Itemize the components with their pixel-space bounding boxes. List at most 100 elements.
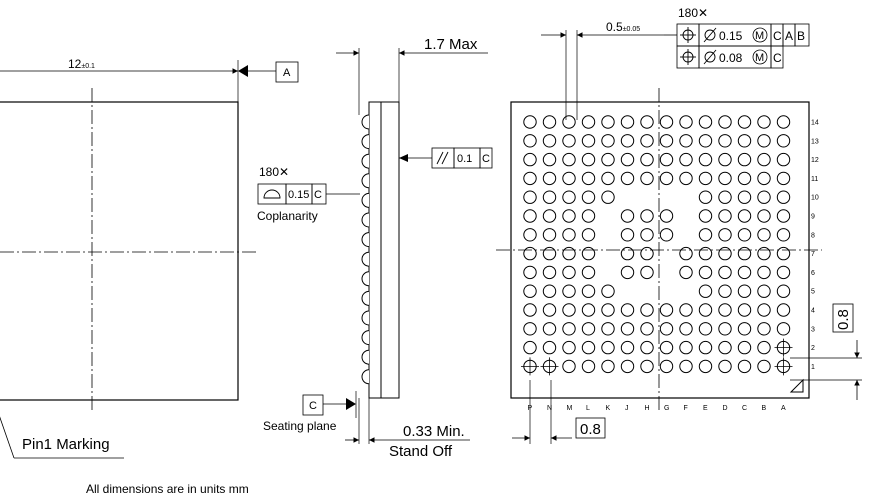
profile-surface-icon (263, 189, 281, 199)
solder-ball (640, 115, 654, 129)
solder-ball (581, 246, 596, 261)
side-solder-ball (361, 349, 370, 365)
solder-ball (718, 265, 732, 280)
column-label: E (703, 405, 708, 412)
solder-ball (718, 340, 732, 355)
solder-ball (581, 340, 596, 355)
row-label: 13 (811, 138, 819, 145)
solder-ball (659, 134, 674, 148)
solder-ball (562, 340, 576, 355)
column-label: K (606, 405, 611, 412)
solder-ball (776, 152, 791, 167)
column-label: D (723, 405, 728, 412)
column-labels: PNMLKJHGFEDCBA (528, 405, 787, 412)
solder-ball (776, 115, 791, 129)
datum-c-label: C (309, 400, 317, 412)
coplanarity-count: 180✕ (259, 165, 289, 179)
solder-ball (542, 303, 557, 317)
solder-ball (659, 152, 674, 167)
solder-ball (718, 359, 732, 374)
units-note: All dimensions are in units mm (86, 482, 249, 495)
solder-ball (757, 322, 771, 336)
side-solder-ball (361, 330, 370, 346)
solder-ball (679, 246, 693, 261)
position-icon (680, 27, 696, 43)
solder-ball (523, 228, 537, 242)
solder-ball (601, 322, 615, 336)
solder-ball (757, 228, 771, 242)
side-solder-ball (361, 251, 370, 267)
fcf-row2-datum-box-1 (770, 45, 784, 69)
solder-ball (620, 152, 635, 167)
standoff-value: 0.33 Min. (403, 423, 465, 440)
pitch-label: 0.5±0.05 (606, 20, 640, 34)
solder-ball (737, 171, 752, 186)
solder-ball (601, 190, 615, 204)
solder-ball (542, 190, 557, 204)
solder-ball (620, 340, 635, 355)
solder-ball (757, 152, 771, 167)
solder-ball (620, 171, 635, 186)
row-label: 6 (811, 270, 815, 277)
solder-ball (659, 340, 674, 355)
solder-ball (562, 284, 576, 298)
parallelism-datum: C (482, 153, 490, 165)
solder-ball (523, 152, 537, 167)
standoff-label: Stand Off (389, 443, 453, 460)
solder-ball (523, 190, 537, 204)
solder-ball (601, 134, 615, 148)
fcf-row2-modifier: M (755, 52, 764, 64)
fcf-row1-datum-2: A (785, 29, 793, 43)
package-side-mold (380, 101, 400, 399)
solder-ball (659, 322, 674, 336)
solder-ball (542, 171, 557, 186)
row-label: 14 (811, 120, 819, 127)
package-top-outline (0, 101, 239, 401)
solder-ball (698, 115, 713, 129)
seating-plane-label: Seating plane (263, 419, 337, 433)
side-solder-ball (361, 192, 370, 208)
solder-ball (562, 359, 576, 374)
solder-ball (757, 265, 771, 280)
solder-ball (757, 340, 771, 355)
row-label: 9 (811, 214, 815, 221)
solder-ball (542, 209, 557, 223)
row-label: 10 (811, 195, 819, 202)
solder-ball (601, 303, 615, 317)
solder-ball (542, 322, 557, 336)
parallelism-arrowhead (399, 154, 408, 162)
position-icon (680, 49, 696, 65)
solder-ball (523, 265, 537, 280)
solder-ball (659, 359, 674, 374)
solder-ball (698, 190, 713, 204)
column-label: G (664, 405, 669, 412)
solder-ball (737, 322, 752, 336)
fcf-row1-value: 0.15 (719, 29, 743, 43)
solder-ball (542, 265, 557, 280)
solder-ball (581, 265, 596, 280)
solder-ball (640, 228, 654, 242)
solder-ball (679, 265, 693, 280)
solder-ball (542, 115, 557, 129)
solder-ball (523, 134, 537, 148)
row-label: 5 (811, 289, 815, 296)
solder-ball (698, 322, 713, 336)
solder-ball (620, 246, 635, 261)
solder-ball (581, 359, 596, 374)
coplanarity-label: Coplanarity (257, 209, 318, 223)
solder-ball (542, 228, 557, 242)
solder-ball (640, 303, 654, 317)
solder-ball (718, 228, 732, 242)
solder-ball (679, 152, 693, 167)
solder-ball (698, 209, 713, 223)
solder-ball (718, 322, 732, 336)
solder-ball (562, 303, 576, 317)
solder-ball (581, 152, 596, 167)
solder-ball (776, 303, 791, 317)
solder-ball (757, 171, 771, 186)
solder-ball (757, 190, 771, 204)
solder-ball (698, 152, 713, 167)
solder-ball (523, 171, 537, 186)
